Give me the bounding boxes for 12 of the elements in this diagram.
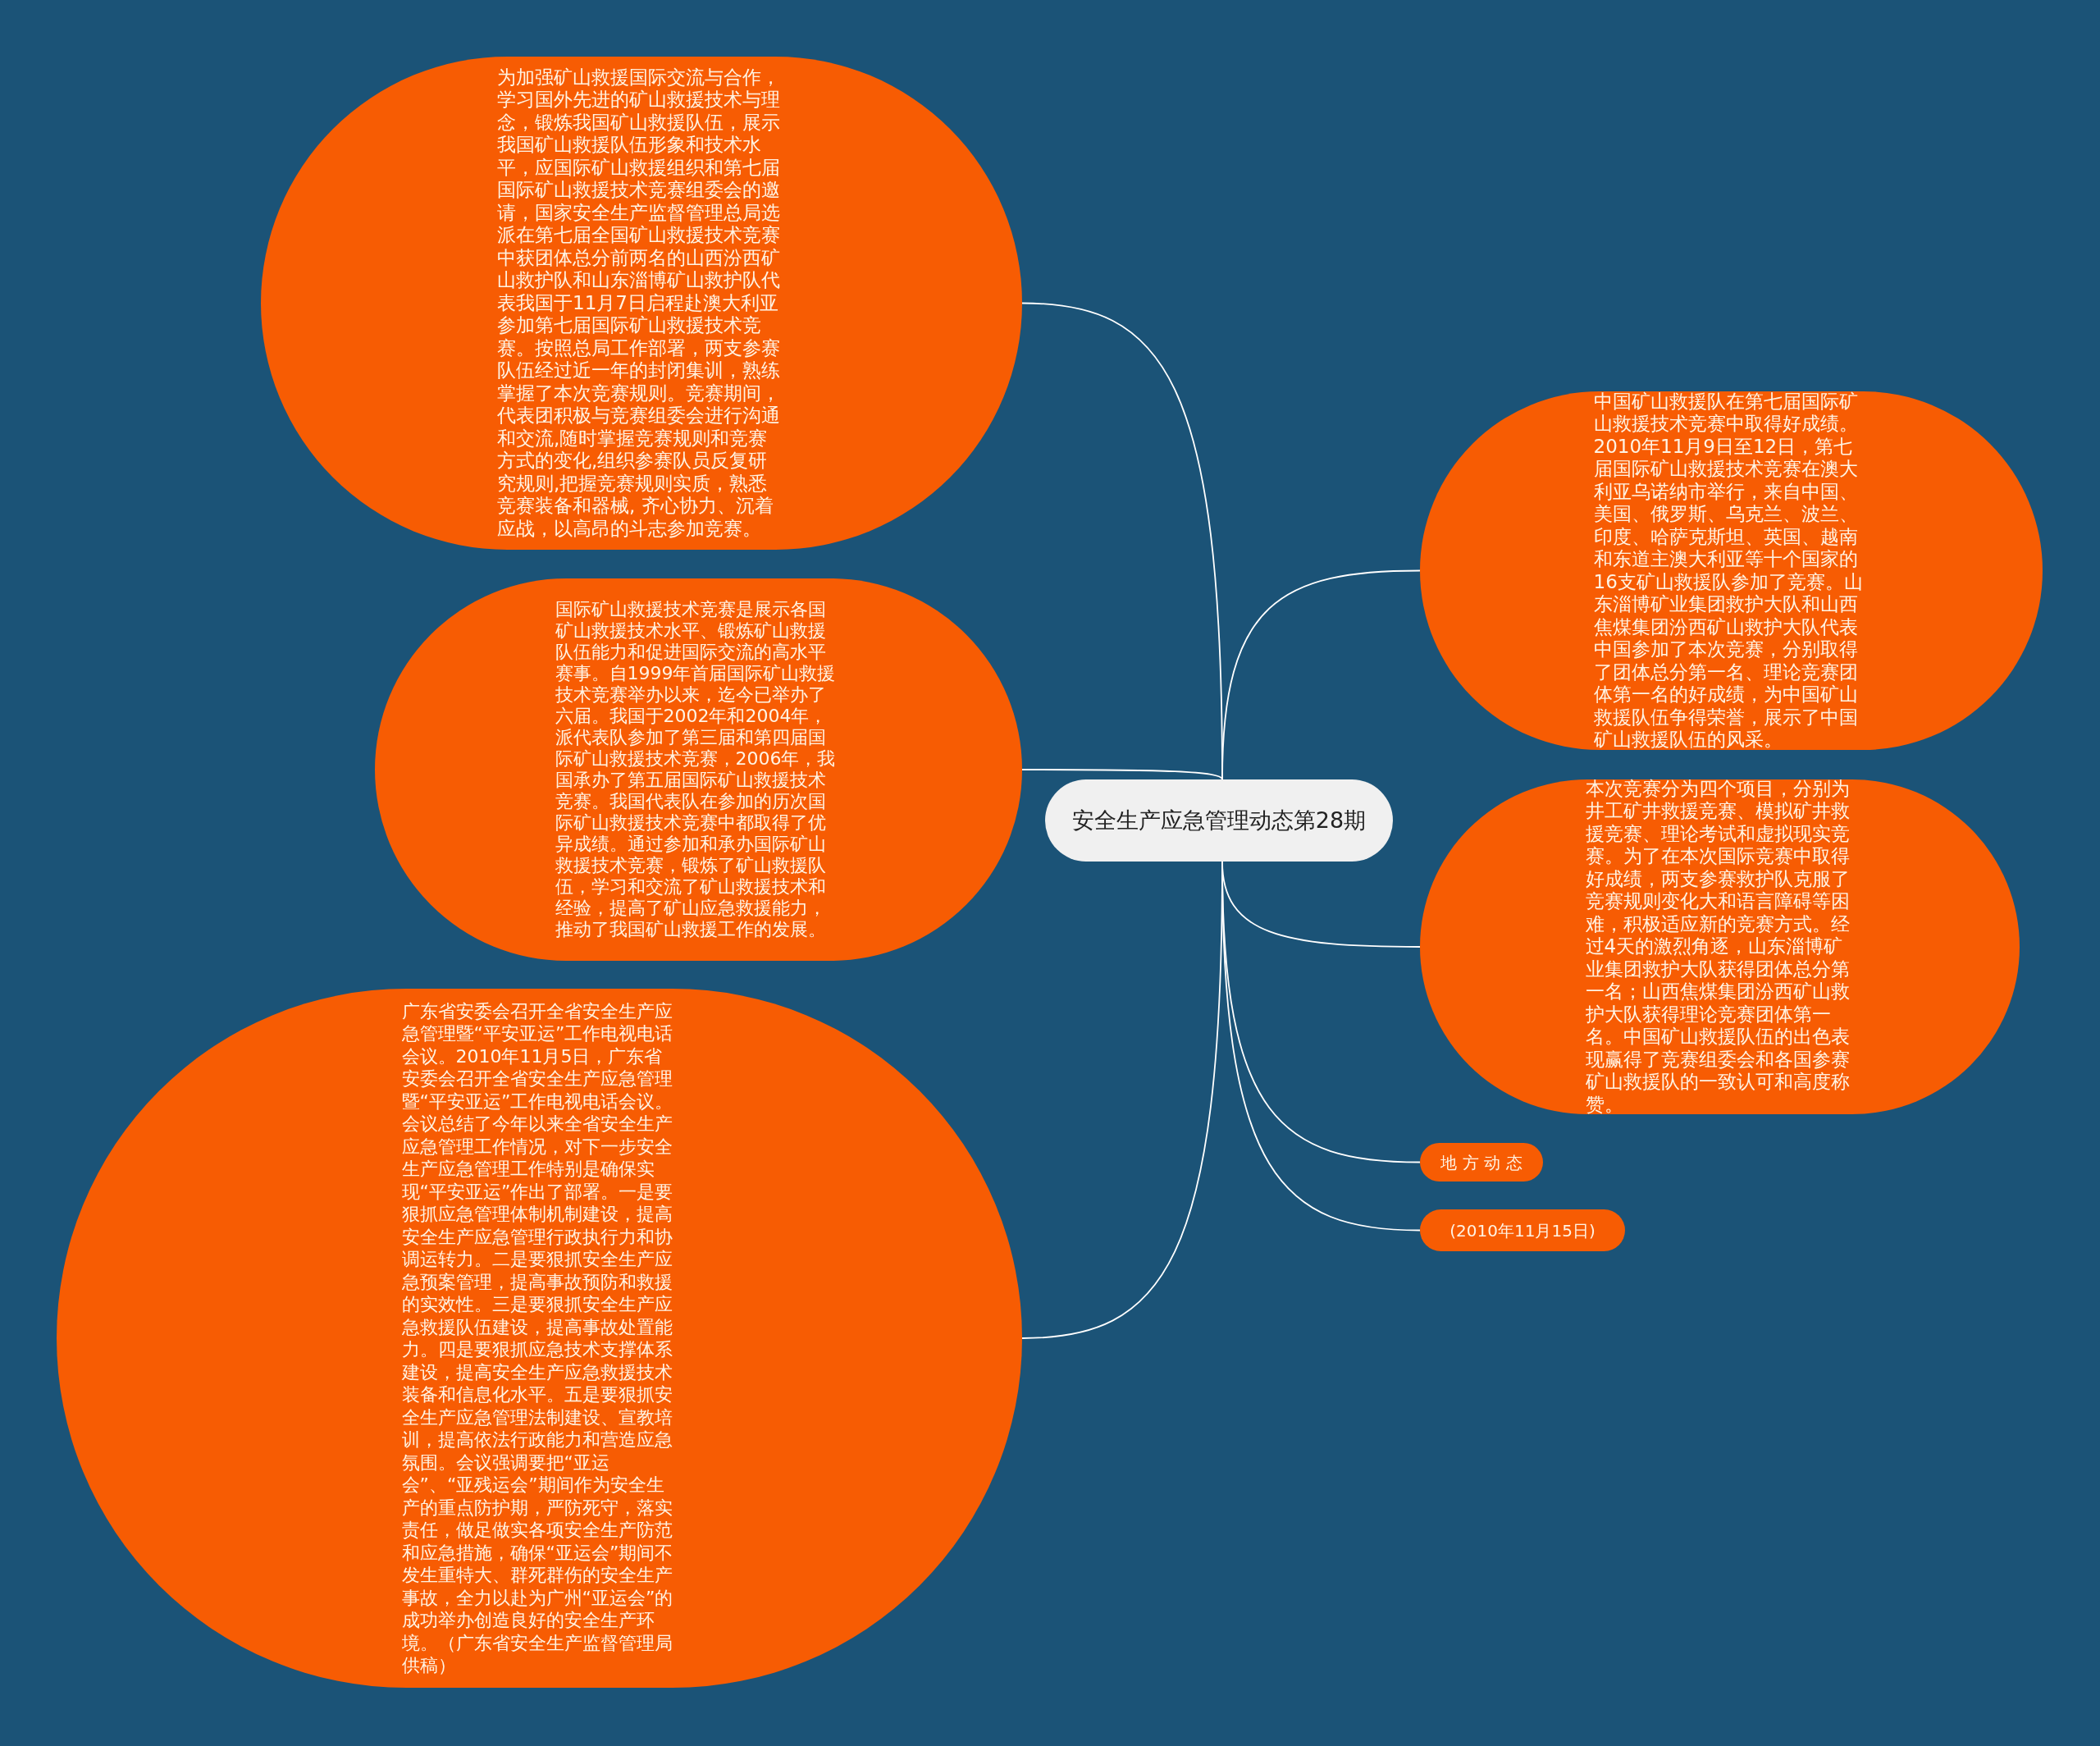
node-text: (2010年11月15日) [1449, 1220, 1596, 1241]
node-text: 本次竞赛分为四个项目，分别为井工矿井救援竞赛、模拟矿井救援竞赛、理论考试和虚拟现实竞赛。为了在本次国际竞赛中取得好成绩，两支参赛救护队克服了竞赛规则变化大和语言障碍等困难，积极适应新的竞赛方式。经过4天的激烈角逐，山东淄博矿业集团救护大队获得团体总分第一名；山西焦煤集团汾西矿山救护大队获得理论竞赛团体第一名。中国矿山救援队伍的出色表现赢得了竞赛组委会和各国参赛矿山救援队的一致认可和高度称赞。 [1585, 777, 1851, 1117]
node-text: 地 方 动 态 [1440, 1152, 1522, 1172]
node-text: 安全生产应急管理动态第28期 [1071, 807, 1367, 834]
node-text: 为加强矿山救援国际交流与合作，学习国外先进的矿山救援技术与理念，锻炼我国矿山救援队伍，展示我国矿山救援队伍形象和技术水平，应国际矿山救援组织和第七届国际矿山救援技术竞赛组委会的邀请，国家安全生产监督管理总局选派在第七届全国矿山救援技术竞赛中获团体总分前两名的山西汾西矿山救护队和山东淄博矿山救护队代表我国于11月7日启程赴澳大利亚参加第七届国际矿山救援技术竞赛。按照总局工作部署，两支参赛队伍经过近一年的封闭集训，熟练掌握了本次竞赛规则。竞赛期间，代表团积极与竞赛组委会进行沟通和交流,随时掌握竞赛规则和竞赛方式的变化,组织参赛队员反复研究规则,把握竞赛规则实质，熟悉竞赛装备和器械, 齐心协力、沉着应战，以高昂的斗志参加竞赛。 [497, 66, 781, 541]
node-text: 国际矿山救援技术竞赛是展示各国矿山救援技术水平、锻炼矿山救援队伍能力和促进国际交流的高水平赛事。自1999年首届国际矿山救援技术竞赛举办以来，迄今已举办了六届。我国于2002年和2004年，派代表队参加了第三届和第四届国际矿山救援技术竞赛，2006年，我国承办了第五届国际矿山救援技术竞赛。我国代表队在参加的历次国际矿山救援技术竞赛中都取得了优异成绩。通过参加和承办国际矿山救援技术竞赛，锻炼了矿山救援队伍，学习和交流了矿山救援技术和经验，提高了矿山应急救援能力，推动了我国矿山救援工作的发展。 [555, 599, 837, 940]
connector-line [1021, 769, 1223, 780]
topic-bubble [1420, 1143, 1543, 1182]
node-text: 广东省安委会召开全省安全生产应急管理暨“平安亚运”工作电视电话会议。2010年11月5日，广东省安委会召开全省安全生产应急管理暨“平安亚运”工作电视电话会议。会议总结了今年以来全省安全生产应急管理工作情况，对下一步安全生产应急管理工作特别是确保实现“平安亚运”作出了部署。一是要狠抓应急管理体制机制建设，提高安全生产应急管理行政执行力和协调运转力。二是要狠抓安全生产应急预案管理，提高事故预防和救援的实效性。三是要狠抓安全生产应急救援队伍建设，提高事故处置能力。四是要狠抓应急技术支撑体系建设，提高安全生产应急救援技术装备和信息化水平。五是要狠抓安全生产应急管理法制建设、宣教培训，提高依法行政能力和营造应急氛围。会议强调要把“亚运会”、“亚残运会”期间作为安全生产的重点防护期，严防死守，落实责任，做足做实各项安全生产防范和应急措施，确保“亚运会”期间不发生重特大、群死群伤的安全生产事故，全力以赴为广州“亚运会”的成功举办创造良好的安全生产环境。（广东省安全生产监督管理局供稿） [401, 999, 674, 1677]
topic-bubble [1420, 1209, 1625, 1251]
connector-line [1221, 569, 1421, 780]
node-text: 中国矿山救援队在第七届国际矿山救援技术竞赛中取得好成绩。2010年11月9日至12日，第七届国际矿山救援技术竞赛在澳大利亚乌诺纳市举行，来自中国、美国、俄罗斯、乌克兰、波兰、印度、哈萨克斯坦、英国、越南和东道主澳大利亚等十个国家的16支矿山救援队参加了竞赛。山东淄博矿业集团救护大队和山西焦煤集团汾西矿山救护大队代表中国参加了本次竞赛，分别取得了团体总分第一名、理论竞赛团体第一名的好成绩，为中国矿山救援队伍争得荣誉，展示了中国矿山救援队伍的风采。 [1593, 390, 1864, 752]
